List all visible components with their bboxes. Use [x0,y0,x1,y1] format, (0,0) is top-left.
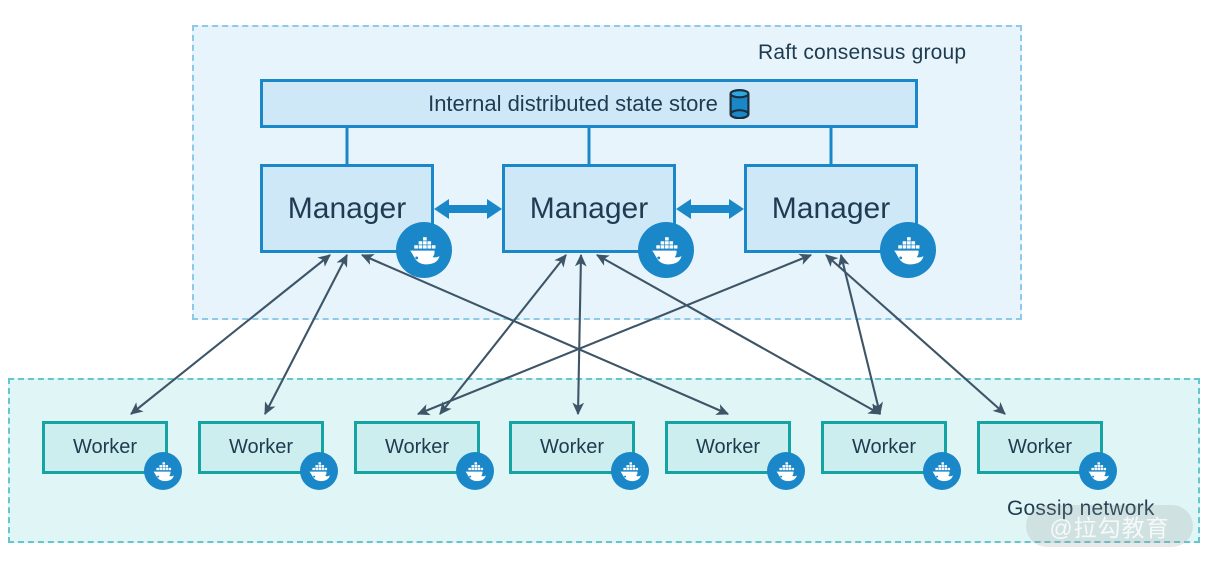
docker-whale-icon [767,452,805,490]
docker-whale-icon [1079,452,1117,490]
manager-label: Manager [529,191,649,225]
state-store-label: Internal distributed state store [428,90,718,116]
docker-whale-icon [144,452,182,490]
manager-link-arrow-2 [676,199,744,219]
worker-label: Worker [228,436,294,458]
worker-label: Worker [851,436,917,458]
docker-whale-icon [638,222,694,278]
worker-label: Worker [72,436,138,458]
manager-label: Manager [771,191,891,225]
worker-label: Worker [539,436,605,458]
raft-consensus-group-label: Raft consensus group [758,41,967,64]
manager-label: Manager [287,191,407,225]
watermark: @拉勾教育 [1026,505,1193,547]
database-icon [729,88,750,119]
manager-link-arrow-1 [434,199,502,219]
worker-label: Worker [695,436,761,458]
docker-whale-icon [880,222,936,278]
docker-whale-icon [611,452,649,490]
gossip-network-label: Gossip network [1007,497,1155,520]
docker-whale-icon [923,452,961,490]
worker-node-1[interactable]: Worker [42,421,168,474]
worker-label: Worker [384,436,450,458]
worker-node-2[interactable]: Worker [198,421,324,474]
watermark-text: @拉勾教育 [1049,515,1170,541]
docker-whale-icon [396,222,452,278]
docker-whale-icon [456,452,494,490]
worker-label: Worker [1007,436,1073,458]
internal-distributed-state-store[interactable]: Internal distributed state store [260,79,918,128]
docker-whale-icon [300,452,338,490]
